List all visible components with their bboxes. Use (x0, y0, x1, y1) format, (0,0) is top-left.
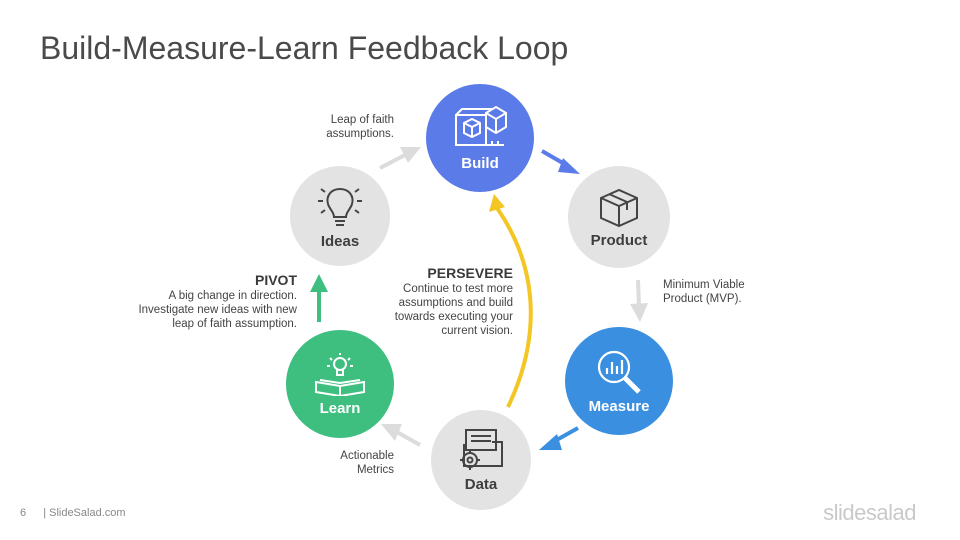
ideas-node: Ideas (290, 166, 390, 266)
persevere-line-1: Continue to test more (403, 283, 513, 295)
arrow-build-to-product (541, 149, 580, 174)
page-number: 6 (20, 507, 27, 519)
persevere-note: PERSEVERE Continue to test more assumpti… (370, 265, 513, 338)
product-label: Product (590, 231, 648, 249)
persevere-line-3: towards executing your (394, 311, 513, 323)
metrics-line-2: Metrics (356, 464, 394, 476)
blueprint-box-icon (455, 105, 507, 146)
leap-line-2: assumptions. (326, 128, 394, 140)
ideas-label: Ideas (320, 232, 360, 250)
build-node: Build (426, 84, 534, 192)
slidesalad-logo: slidesalad (823, 500, 916, 525)
product-node: Product (568, 166, 670, 268)
pivot-note: PIVOT A big change in direction. Investi… (110, 272, 297, 331)
arrow-product-to-measure (630, 279, 648, 322)
pivot-line-2: Investigate new ideas with new (138, 304, 297, 316)
leap-of-faith-note: Leap of faith assumptions. (296, 113, 394, 141)
measure-label: Measure (588, 397, 650, 415)
analytics-magnifier-icon (597, 350, 641, 394)
pivot-heading: PIVOT (254, 272, 297, 288)
persevere-line-4: current vision. (441, 325, 513, 337)
persevere-line-2: assumptions and build (398, 297, 513, 309)
data-node: Data (431, 410, 531, 510)
arrow-measure-to-data (539, 426, 579, 450)
metrics-note: Actionable Metrics (310, 449, 394, 477)
arrow-learn-to-ideas (310, 274, 328, 322)
learn-label: Learn (319, 399, 361, 417)
mvp-line-2: Product (MVP). (663, 293, 742, 305)
pivot-line-3: leap of faith assumption. (172, 318, 297, 330)
arrow-data-to-learn (381, 424, 421, 447)
footer-source: | SlideSalad.com (43, 507, 126, 519)
leap-line-1: Leap of faith (330, 114, 394, 126)
learn-node: Learn (286, 330, 394, 438)
metrics-line-1: Actionable (340, 450, 394, 462)
package-icon (600, 188, 638, 227)
lightbulb-icon (318, 187, 362, 226)
book-lightbulb-icon (315, 352, 365, 396)
build-label: Build (461, 154, 499, 172)
mvp-note: Minimum Viable Product (MVP). (663, 278, 745, 306)
arrow-persevere-data-to-build (489, 194, 533, 408)
data-label: Data (464, 475, 498, 493)
persevere-heading: PERSEVERE (427, 265, 513, 281)
data-folder-gear-icon (460, 428, 503, 470)
page-title: Build-Measure-Learn Feedback Loop (40, 30, 569, 66)
arrow-ideas-to-build (379, 147, 421, 170)
footer: 6 | SlideSalad.com (20, 507, 126, 519)
pivot-line-1: A big change in direction. (168, 290, 297, 302)
mvp-line-1: Minimum Viable (663, 279, 745, 291)
measure-node: Measure (565, 327, 673, 435)
